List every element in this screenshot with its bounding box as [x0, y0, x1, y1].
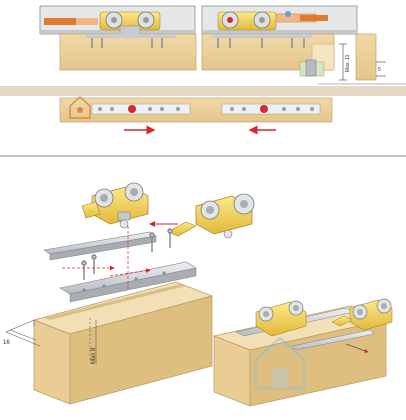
- label-side-gap: 5: [378, 67, 381, 73]
- top-left-track-assembly: [39, 5, 197, 71]
- clearance-detail: Max. 11 5: [299, 33, 406, 85]
- assembly-arrow: [109, 268, 151, 277]
- label-clearance-max: Max. 11: [345, 54, 351, 72]
- stop-marker: [128, 105, 136, 113]
- fixing-screws: [81, 228, 173, 280]
- floor-band: [0, 86, 406, 96]
- stop-marker: [260, 105, 268, 113]
- mounted-roller-carriage: [255, 300, 307, 337]
- roller-carriage: [217, 11, 277, 31]
- watermark-house-icon: [254, 335, 306, 390]
- house-logo-icon: [69, 96, 91, 119]
- door-panel-left: Max 8: [32, 281, 214, 405]
- label-groove-depth: Max 8: [91, 347, 97, 364]
- label-door-thickness: 16: [3, 340, 10, 346]
- damper-lever: [167, 221, 197, 237]
- roller-carriage: [99, 11, 161, 37]
- floor-guide-plan-view: [59, 96, 333, 135]
- mounted-roller-carriage: [349, 298, 393, 331]
- roller-carriage-rear: [195, 193, 255, 239]
- thickness-dimension: 16: [3, 319, 41, 347]
- floor-guide-rail: [291, 329, 375, 351]
- assembly-arrow: [345, 343, 369, 353]
- roller-carriage-front: [81, 182, 149, 229]
